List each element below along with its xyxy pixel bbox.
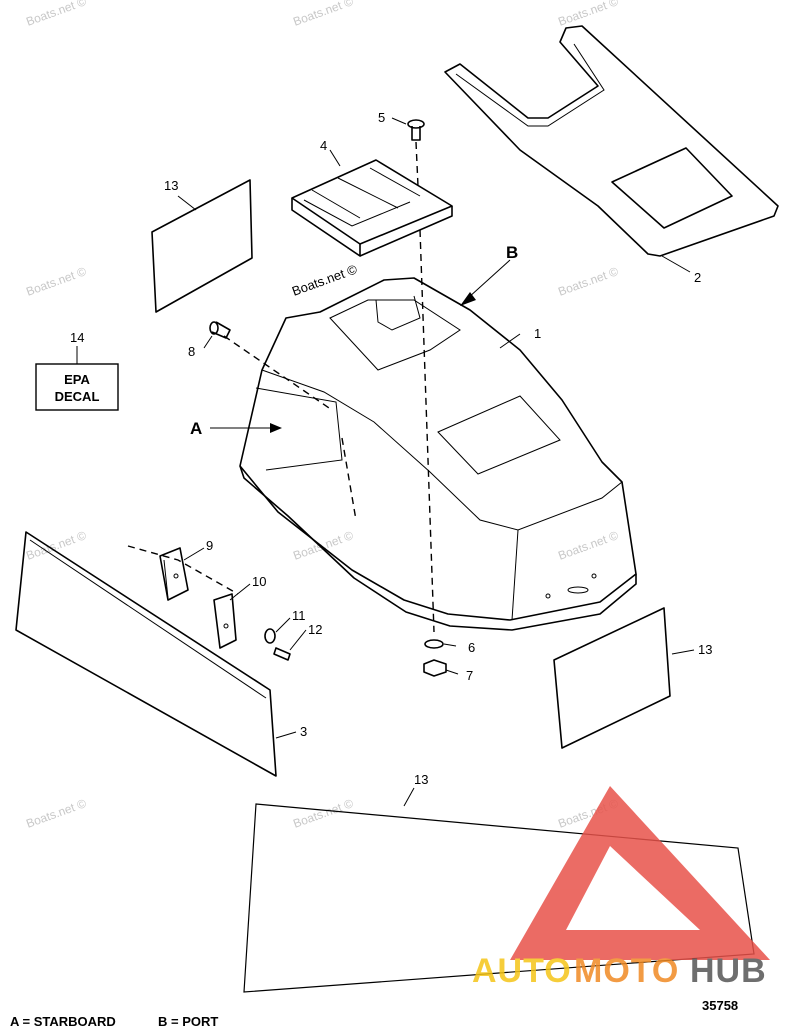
assembly-lines	[127, 141, 435, 633]
part-10-bracket	[213, 593, 237, 649]
callout-9: 9	[206, 538, 213, 553]
legend-port: B = PORT	[158, 1014, 218, 1029]
watermark-text: Boats.net ©	[291, 796, 355, 831]
part-12-screw	[273, 647, 291, 661]
epa-decal-line1: EPA	[64, 372, 90, 387]
part-6-washer	[424, 639, 444, 649]
callout-11: 11	[292, 608, 306, 623]
epa-decal-box: EPA DECAL	[35, 363, 119, 411]
part-5-screw	[407, 119, 425, 141]
callout-8: 8	[188, 344, 195, 359]
part-8-bolt	[209, 321, 231, 339]
callout-2: 2	[694, 270, 701, 285]
logo-triangle	[510, 786, 770, 960]
logo-text-auto: AUTO	[472, 952, 572, 990]
automotohub-logo: AUTO MOTO HUB	[472, 786, 770, 990]
part-3-side-panel	[15, 531, 277, 777]
callout-labels: 1 2 3 4 5 6 7 8 9 10 11 12 13 13 13 14 A…	[70, 110, 712, 787]
part-4-cover-plate	[291, 159, 453, 257]
callout-13-right: 13	[698, 642, 712, 657]
watermark-text: Boats.net ©	[24, 0, 88, 29]
part-9-bracket	[159, 547, 189, 601]
part-2-seal	[444, 25, 779, 257]
watermark-text: Boats.net ©	[24, 796, 88, 831]
callout-4: 4	[320, 138, 327, 153]
watermark-text: Boats.net ©	[24, 264, 88, 299]
callout-14: 14	[70, 330, 84, 345]
watermark-text: Boats.net ©	[291, 0, 355, 29]
epa-decal-line2: DECAL	[55, 389, 100, 404]
leader-lines	[76, 117, 695, 807]
callout-3: 3	[300, 724, 307, 739]
callout-5: 5	[378, 110, 385, 125]
watermark-text: Boats.net ©	[556, 264, 620, 299]
watermark-text: Boats.net ©	[556, 528, 620, 563]
callout-7: 7	[466, 668, 473, 683]
part-13-decal-side	[151, 179, 253, 313]
watermarks: Boats.net © Boats.net © Boats.net © Boat…	[24, 0, 620, 831]
part-13-decal-rear	[553, 607, 671, 749]
view-label-b: B	[506, 243, 518, 262]
callout-13-bottom: 13	[414, 772, 428, 787]
logo-text-moto: MOTO	[574, 952, 679, 990]
callout-13-top: 13	[164, 178, 178, 193]
part-1-cowl	[239, 277, 637, 631]
callout-6: 6	[468, 640, 475, 655]
callout-1: 1	[534, 326, 541, 341]
legend-starboard: A = STARBOARD	[10, 1014, 116, 1029]
part-11-washer	[264, 628, 276, 644]
watermark-text: Boats.net ©	[291, 528, 355, 563]
view-label-a: A	[190, 419, 202, 438]
callout-10: 10	[252, 574, 266, 589]
watermark-text-dark: Boats.net ©	[290, 261, 360, 299]
part-7-nut	[423, 659, 447, 677]
logo-text-hub: HUB	[690, 952, 767, 990]
drawing-number: 35758	[702, 998, 738, 1013]
watermark-text: Boats.net ©	[556, 0, 620, 29]
callout-12: 12	[308, 622, 322, 637]
